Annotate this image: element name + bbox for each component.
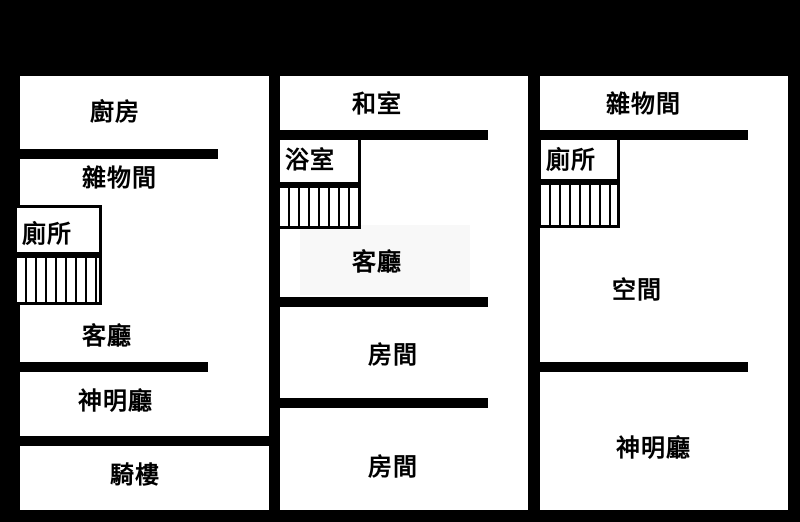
floor-1-wall-living — [20, 362, 208, 372]
room-label: 廁所 — [22, 220, 72, 248]
room-label: 廚房 — [90, 98, 140, 126]
room-label: 空間 — [612, 276, 662, 304]
floor-2-stairs — [277, 185, 361, 229]
floor-2-wall-room — [280, 398, 488, 408]
room-label: 騎樓 — [110, 461, 160, 489]
floor-3-wall-storage — [540, 130, 748, 140]
floor-2-faint-area — [300, 225, 470, 295]
floor-3-toilet-box — [538, 137, 620, 182]
room-label: 廁所 — [546, 146, 596, 174]
room-label: 浴室 — [285, 146, 335, 174]
room-label: 神明廳 — [78, 387, 153, 415]
floor-1-toilet-box — [14, 205, 102, 255]
room-label: 客廳 — [82, 322, 132, 350]
floor-1-wall-shrine — [20, 436, 269, 446]
floor-3-stairs — [538, 182, 620, 228]
room-label: 雜物間 — [82, 164, 157, 192]
floor-1-stairs — [14, 255, 102, 305]
floor-2-wall-washitsu — [280, 130, 488, 140]
floor-2-wall-living — [280, 297, 488, 307]
room-label: 房間 — [368, 453, 418, 481]
room-label: 房間 — [368, 341, 418, 369]
room-label: 客廳 — [352, 248, 402, 276]
room-label: 和室 — [352, 90, 402, 118]
room-label: 神明廳 — [616, 434, 691, 462]
floor-1-wall-kitchen — [20, 149, 218, 159]
room-label: 雜物間 — [606, 90, 681, 118]
floor-3-wall-space — [540, 362, 748, 372]
floor-2-bath-box — [277, 137, 361, 185]
